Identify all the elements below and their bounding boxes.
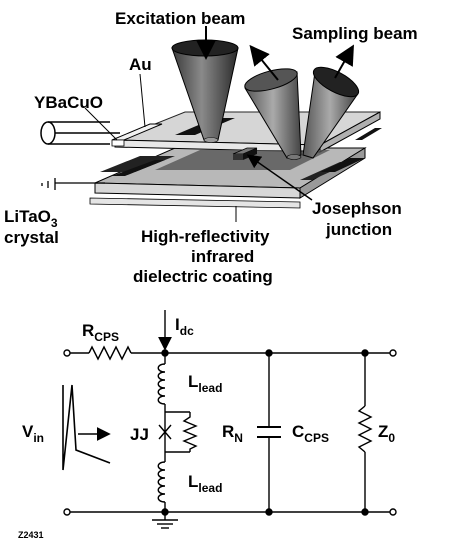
sampling-beam-cone-left bbox=[244, 68, 302, 160]
top-ground-symbol bbox=[41, 178, 105, 190]
terminal-top-right bbox=[389, 349, 397, 357]
excitation-beam-cone bbox=[171, 39, 239, 143]
sampling-beam-cone-right bbox=[302, 66, 360, 159]
resistor-r-cps bbox=[88, 345, 132, 361]
sampling-beam-arrow-left bbox=[249, 44, 279, 81]
resistor-jj-shunt bbox=[182, 412, 198, 452]
josephson-leader bbox=[246, 154, 313, 201]
label-excitation-beam: Excitation beam bbox=[115, 9, 245, 28]
figure-id: Z2431 bbox=[18, 530, 44, 540]
inductor-l-lead-top bbox=[157, 363, 166, 405]
sampling-beam-arrow-right bbox=[334, 44, 354, 79]
label-au: Au bbox=[129, 55, 152, 74]
terminal-bottom-left bbox=[63, 508, 71, 516]
label-c-cps: CCPS bbox=[292, 422, 329, 445]
circuit-labels: RCPS Idc Llead Llead Vin JJ RN CCPS Z0 Z… bbox=[18, 315, 395, 540]
resistor-z0 bbox=[357, 405, 373, 453]
coax-connector bbox=[40, 121, 120, 145]
josephson-junction-symbol bbox=[158, 424, 172, 440]
label-z0: Z0 bbox=[378, 422, 395, 445]
label-josephson: Josephson bbox=[312, 199, 402, 218]
label-litao3: LiTaO3 bbox=[4, 207, 58, 230]
label-r-n: RN bbox=[222, 422, 243, 445]
device-illustration: Excitation beam Sampling beam YBaCuO Au … bbox=[4, 9, 418, 286]
label-v-in: Vin bbox=[22, 422, 44, 445]
josephson-junction-block bbox=[232, 147, 258, 160]
label-infrared: infrared bbox=[191, 247, 254, 266]
label-l-lead-bottom: Llead bbox=[188, 472, 222, 495]
circuit-schematic bbox=[62, 310, 397, 529]
input-pulse-waveform bbox=[62, 384, 111, 471]
label-jj: JJ bbox=[130, 425, 149, 444]
dielectric-coating-layer bbox=[89, 197, 301, 209]
terminal-bottom-right bbox=[389, 508, 397, 516]
label-l-lead-top: Llead bbox=[188, 372, 222, 395]
terminal-top-left bbox=[63, 349, 71, 357]
label-high-reflectivity: High-reflectivity bbox=[141, 227, 270, 246]
ybacuo-leader bbox=[84, 107, 118, 141]
label-ybacuo: YBaCuO bbox=[34, 93, 103, 112]
label-r-cps: RCPS bbox=[82, 321, 119, 344]
label-sampling-beam: Sampling beam bbox=[292, 24, 418, 43]
label-dielectric-coating: dielectric coating bbox=[133, 267, 273, 286]
au-leader bbox=[139, 73, 146, 128]
label-crystal: crystal bbox=[4, 228, 59, 247]
label-junction: junction bbox=[325, 220, 392, 239]
circuit-ground-symbol bbox=[152, 512, 178, 529]
inductor-l-lead-bottom bbox=[157, 461, 166, 503]
label-i-dc: Idc bbox=[175, 315, 194, 338]
